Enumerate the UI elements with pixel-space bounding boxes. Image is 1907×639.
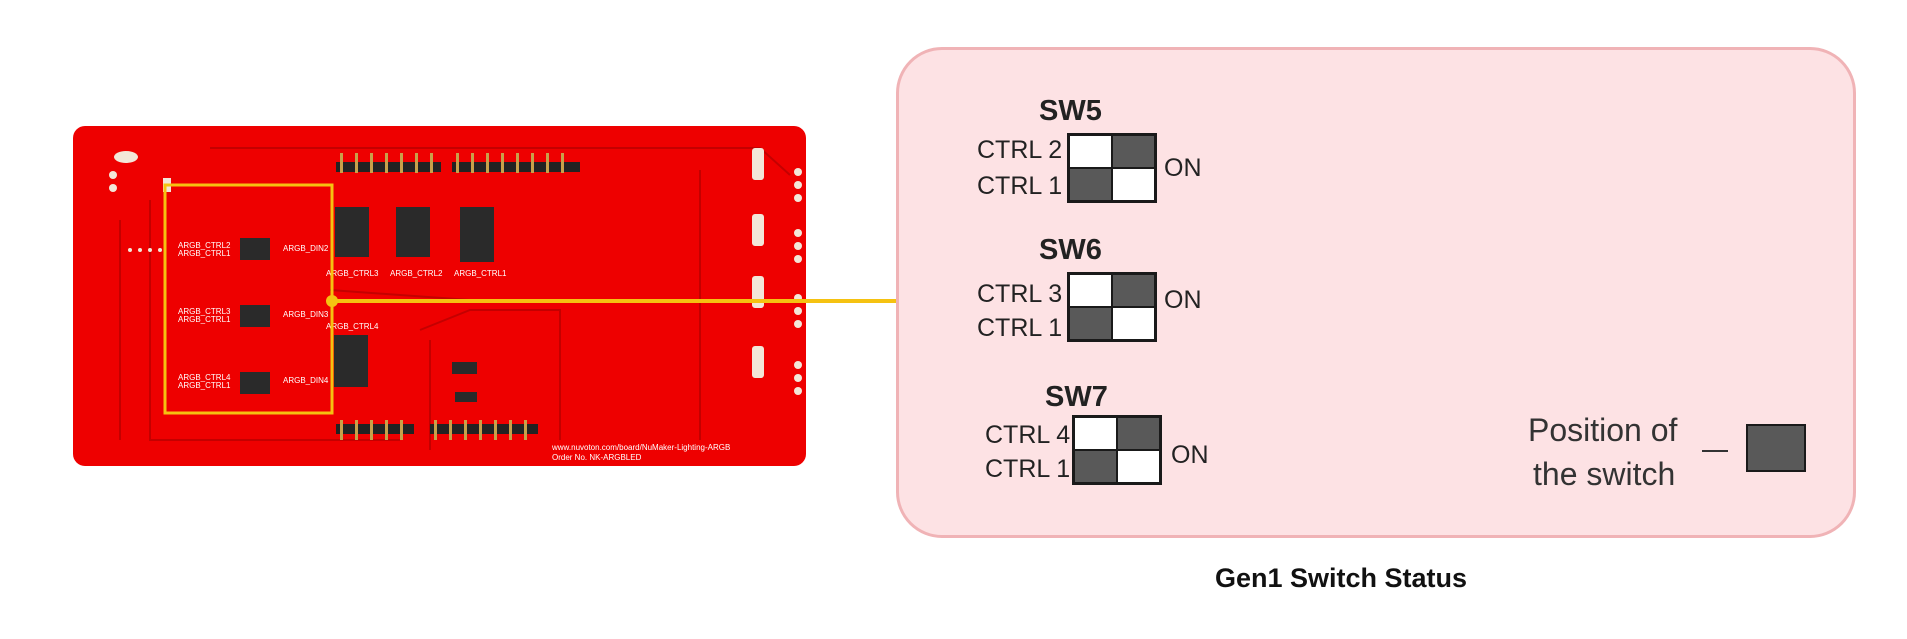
switch-cell — [1112, 168, 1155, 201]
pcb-label-argb-ctrl4: ARGB_CTRL4 — [178, 373, 231, 382]
switch-status-panel — [896, 47, 1856, 538]
sw6-switch-diagram — [1067, 272, 1157, 342]
legend-line2: the switch — [1533, 456, 1676, 492]
pcb-label-argb-din2: ARGB_DIN2 — [283, 244, 329, 253]
pcb-label-argb-ctrl1: ARGB_CTRL1 — [178, 381, 231, 390]
pcb-label-argb-ctrl3: ARGB_CTRL3 — [178, 307, 231, 316]
sw7-title: SW7 — [1045, 381, 1108, 413]
figure-caption: Gen1 Switch Status — [1215, 563, 1468, 593]
sw6-ctrl-top-label: CTRL 3 — [977, 280, 1063, 308]
switch-cell — [1069, 274, 1112, 307]
pcb-label-argb-ctrl4: ARGB_CTRL4 — [326, 322, 379, 331]
sw5-switch-diagram — [1067, 133, 1157, 203]
pcb-label-argb-din4: ARGB_DIN4 — [283, 376, 329, 385]
pcb-board — [73, 126, 806, 466]
sw7-ctrl-bottom-label: CTRL 1 — [985, 455, 1071, 483]
connector-dot — [326, 295, 338, 307]
pcb-label-argb-ctrl1: ARGB_CTRL1 — [454, 269, 507, 278]
sw6-on-label: ON — [1164, 286, 1202, 314]
pcb-order-label: Order No. NK-ARGBLED — [552, 453, 642, 462]
sw7-switch-diagram — [1072, 415, 1162, 485]
pcb-label-argb-ctrl2: ARGB_CTRL2 — [390, 269, 443, 278]
sw6-title: SW6 — [1039, 234, 1102, 266]
sw5-title: SW5 — [1039, 95, 1102, 127]
pcb-label-argb-ctrl1: ARGB_CTRL1 — [178, 315, 231, 324]
switch-cell — [1069, 135, 1112, 168]
switch-cell — [1112, 135, 1155, 168]
pcb-label-argb-ctrl1: ARGB_CTRL1 — [178, 249, 231, 258]
sw7-on-label: ON — [1171, 441, 1209, 469]
sw7-ctrl-top-label: CTRL 4 — [985, 421, 1071, 449]
pcb-label-argb-ctrl2: ARGB_CTRL2 — [178, 241, 231, 250]
legend-underscore — [1702, 450, 1728, 452]
switch-cell — [1069, 307, 1112, 340]
switch-cell — [1112, 274, 1155, 307]
pcb-label-argb-din3: ARGB_DIN3 — [283, 310, 329, 319]
legend-line1: Position of — [1528, 412, 1678, 448]
switch-cell — [1117, 417, 1160, 450]
sw6-ctrl-bottom-label: CTRL 1 — [977, 314, 1063, 342]
pcb-label-argb-ctrl3: ARGB_CTRL3 — [326, 269, 379, 278]
legend-switch-position-swatch — [1746, 424, 1806, 472]
switch-cell — [1074, 417, 1117, 450]
switch-cell — [1112, 307, 1155, 340]
switch-cell — [1069, 168, 1112, 201]
sw5-ctrl-top-label: CTRL 2 — [977, 136, 1063, 164]
sw5-ctrl-bottom-label: CTRL 1 — [977, 172, 1063, 200]
switch-cell — [1117, 450, 1160, 483]
pcb-url-label: www.nuvoton.com/board/NuMaker-Lighting-A… — [551, 443, 730, 452]
switch-cell — [1074, 450, 1117, 483]
sw5-on-label: ON — [1164, 154, 1202, 182]
